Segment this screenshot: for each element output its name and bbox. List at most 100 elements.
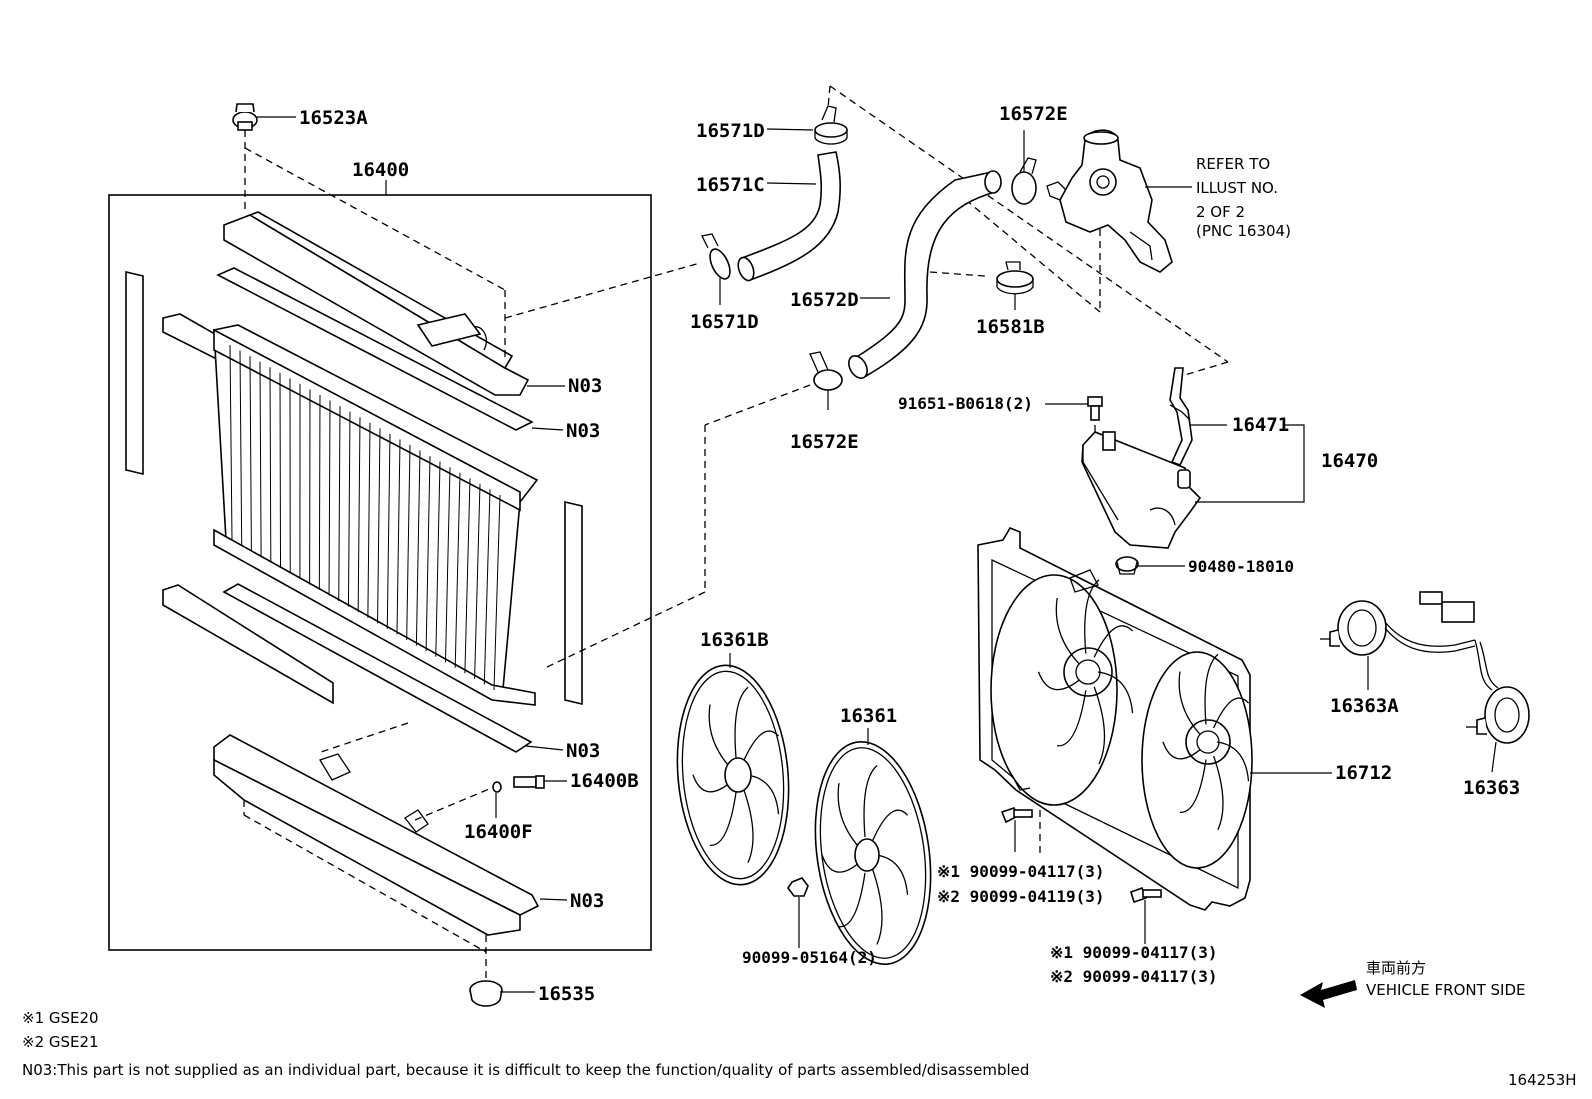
- illustration-id: 164253H: [1508, 1071, 1577, 1089]
- front-arrow-icon: [1300, 980, 1357, 1008]
- label-16361b: 16361B: [700, 629, 769, 651]
- clamp-16571d-top: [814, 105, 848, 145]
- label-16571d-top: 16571D: [696, 120, 765, 142]
- core-fin: [406, 444, 411, 641]
- footnote-gse20: ※1 GSE20: [22, 1009, 99, 1027]
- label-bolt-upper-1: ※1 90099-04117(3): [937, 862, 1105, 881]
- core-fin: [493, 494, 501, 691]
- core-fin: [444, 467, 451, 663]
- fan-blade: [1097, 671, 1134, 714]
- fan-motor-16363a: [1320, 591, 1476, 690]
- clip-90480: [1115, 556, 1139, 575]
- cushion-16535: [469, 980, 503, 1007]
- core-fin: [425, 456, 431, 652]
- fan-blade: [1178, 671, 1201, 735]
- label-bolt-lower-1: ※1 90099-04117(3): [1050, 943, 1218, 962]
- core-fin: [357, 417, 361, 613]
- clamp-16571d-bottom: [701, 233, 731, 305]
- fan-16361: [814, 741, 932, 965]
- fan-blade: [1093, 625, 1134, 658]
- fan-blade: [1084, 579, 1100, 654]
- clamp-16572e-bottom: [809, 351, 843, 410]
- label-n03-upper-tank: N03: [568, 375, 602, 397]
- fan-16361b: [676, 664, 790, 886]
- part-labels: 16523A 16400 N03 N03 N03 N03 16400B 1640…: [22, 103, 1577, 1089]
- fan-nut-90099-05164: [787, 877, 809, 948]
- core-fin: [464, 478, 471, 674]
- fan-blade: [742, 788, 754, 864]
- label-16361: 16361: [840, 705, 897, 727]
- core-fin: [269, 367, 272, 563]
- upper-tank: [223, 211, 530, 396]
- fan-blade: [1162, 741, 1201, 760]
- upper-gasket: [216, 267, 534, 431]
- fan-blade: [708, 704, 731, 768]
- upper-radiator-hose-16571c: [737, 151, 841, 282]
- core-fin: [328, 400, 331, 596]
- label-n03-lower-gasket: N03: [566, 740, 600, 762]
- refer-text-line3: 2 OF 2: [1196, 203, 1245, 221]
- fan-blade: [863, 765, 878, 838]
- core-fin: [483, 489, 491, 685]
- lower-tank: [213, 734, 540, 936]
- shroud-bolt-lower: [1130, 886, 1162, 944]
- shroud-bolt-upper: [1000, 807, 1033, 852]
- label-16571d-bottom: 16571D: [690, 311, 759, 333]
- label-16363: 16363: [1463, 777, 1520, 799]
- fan-blade: [1204, 653, 1219, 725]
- front-side-english: VEHICLE FRONT SIDE: [1366, 981, 1526, 999]
- radiator-assembly-frame: [108, 194, 652, 951]
- fan-blade: [743, 730, 780, 762]
- core-fin: [259, 361, 262, 557]
- fan-blade: [1212, 755, 1224, 831]
- label-16470: 16470: [1321, 450, 1378, 472]
- leader-lines: [257, 116, 1332, 993]
- lower-radiator-hose-16572d: [848, 170, 1002, 379]
- shroud-fan-blades-left: [1037, 579, 1134, 765]
- reservoir-hose-16471: [1169, 367, 1193, 467]
- assembly-dashed-lines: [243, 85, 1229, 986]
- fan-blade: [1055, 597, 1080, 665]
- label-91651-b0618: 91651-B0618(2): [898, 394, 1033, 413]
- core-fin: [474, 483, 481, 679]
- fan-blade: [872, 809, 909, 841]
- fan-blade: [1057, 690, 1087, 747]
- fan-16361-blades: [821, 765, 909, 945]
- label-bolt-upper-2: ※2 90099-04119(3): [937, 887, 1105, 906]
- shroud-fan-blades-right: [1162, 653, 1250, 831]
- core-fin: [229, 344, 233, 541]
- label-16712: 16712: [1335, 762, 1392, 784]
- core-fin: [435, 461, 441, 657]
- core-fin: [454, 472, 461, 668]
- label-16571c: 16571C: [696, 174, 765, 196]
- core-fin: [367, 422, 371, 618]
- drain-plug-16400b: [513, 775, 545, 789]
- fan-blade: [1216, 741, 1250, 782]
- label-16535: 16535: [538, 983, 595, 1005]
- core-fin: [239, 350, 243, 546]
- bottom-seal-strip: [162, 584, 334, 705]
- vehicle-front-arrow: [1300, 980, 1357, 1008]
- radiator-core: [213, 324, 539, 706]
- label-16400f: 16400F: [464, 821, 533, 843]
- label-n03-lower-tank: N03: [570, 890, 604, 912]
- label-16400: 16400: [352, 159, 409, 181]
- label-16363a: 16363A: [1330, 695, 1399, 717]
- radiator-core-fins: [229, 344, 501, 691]
- label-90099-05164: 90099-05164(2): [742, 948, 877, 967]
- footnote-n03: N03:This part is not supplied as an indi…: [22, 1061, 1029, 1079]
- core-fin: [279, 372, 282, 568]
- fan-blade: [1093, 686, 1106, 765]
- label-16523a: 16523A: [299, 107, 368, 129]
- fan-blade: [838, 872, 866, 928]
- refer-text-line4: (PNC 16304): [1196, 222, 1291, 240]
- core-fin: [249, 356, 252, 552]
- core-fin: [386, 433, 391, 629]
- lower-gasket: [222, 583, 533, 753]
- label-16572d: 16572D: [790, 289, 859, 311]
- fan-blade: [1179, 759, 1207, 813]
- fan-blade: [709, 792, 737, 846]
- front-side-japanese: 車両前方: [1366, 959, 1426, 977]
- fan-blade: [821, 854, 860, 873]
- reservoir-tank-16470: [1081, 431, 1202, 549]
